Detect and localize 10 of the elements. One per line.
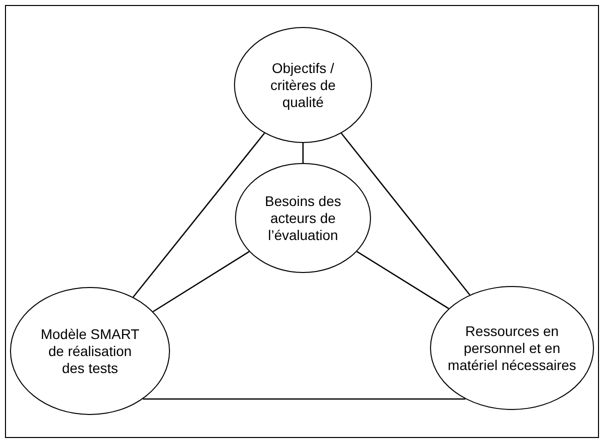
connector-line bbox=[142, 398, 466, 400]
node-label: Objectifs / critères de qualité bbox=[269, 60, 337, 110]
connector-line bbox=[356, 250, 450, 310]
connector-line bbox=[302, 143, 304, 163]
node-label: Besoins des acteurs de l’évaluation bbox=[264, 192, 342, 244]
connector-line bbox=[132, 132, 265, 298]
node-label: Ressources en personnel et en matériel nécessaires bbox=[446, 322, 578, 374]
connector-line bbox=[340, 132, 470, 296]
node-label: Modèle SMART de réalisation des tests bbox=[40, 326, 140, 376]
connector-line bbox=[152, 251, 250, 312]
